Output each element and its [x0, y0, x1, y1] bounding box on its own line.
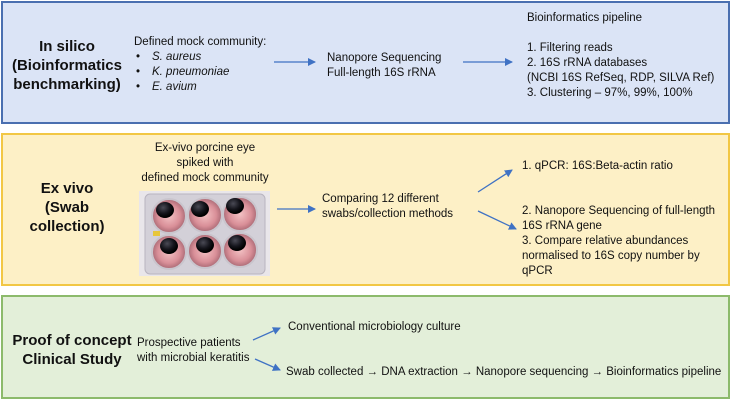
in-silico-panel	[1, 1, 730, 124]
pipeline-step: (NCBI 16S RefSeq, RDP, SILVA Ref)	[527, 72, 715, 84]
arrow-comparison-to-qpcr	[477, 169, 513, 193]
pipeline-heading: Bioinformatics pipeline	[527, 12, 643, 24]
organism-list: S. aureus K. pneumoniae E. avium	[134, 50, 266, 95]
patients-line1: Prospective patients	[137, 337, 241, 349]
sequencing-result-line: qPCR	[522, 265, 553, 277]
sequencing-result-line: normalised to 16S copy number by	[522, 250, 700, 262]
porcine-eye-well-plate-photo	[139, 191, 270, 276]
pipeline-steps: 1. Filtering reads 2. 16S rRNA databases…	[527, 41, 714, 101]
pipeline-step: 2. 16S rRNA databases	[527, 57, 648, 69]
patients-line2: with microbial keratitis	[137, 352, 250, 364]
qpcr-result: 1. qPCR: 16S:Beta-actin ratio	[522, 160, 673, 172]
clinical-title-line2: Clinical Study	[22, 351, 122, 368]
in-silico-title-line2: (Bioinformatics	[11, 57, 122, 74]
pipeline-step: 1. Filtering reads	[527, 42, 613, 54]
sequencing-result-line: 2. Nanopore Sequencing of full-length	[522, 205, 716, 217]
sequencing-result-line: 16S rRNA gene	[522, 220, 602, 232]
clinical-study-title: Proof of concept Clinical Study	[6, 331, 138, 369]
porcine-eye-line2: spiked with	[176, 157, 234, 169]
organism-item: E. avium	[134, 80, 266, 95]
sequencing-line1: Nanopore Sequencing	[327, 52, 442, 64]
mock-community-block: Defined mock community: S. aureus K. pne…	[134, 35, 266, 95]
arrow-patients-to-workflow	[254, 358, 281, 371]
clinical-study-panel	[1, 295, 730, 399]
culture-step: Conventional microbiology culture	[288, 321, 461, 333]
mock-community-heading: Defined mock community:	[134, 36, 267, 48]
swab-comparison-block: Comparing 12 different swabs/collection …	[322, 192, 453, 222]
ex-vivo-title: Ex vivo (Swab collection)	[8, 179, 126, 236]
sequencing-results-block: 2. Nanopore Sequencing of full-length 16…	[522, 204, 715, 279]
porcine-eye-line3: defined mock community	[141, 172, 269, 184]
organism-item: S. aureus	[134, 50, 266, 65]
sequencing-line2: Full-length 16S rRNA	[327, 67, 436, 79]
sequencing-block: Nanopore Sequencing Full-length 16S rRNA	[327, 51, 441, 81]
in-silico-title: In silico (Bioinformatics benchmarking)	[8, 37, 126, 94]
organism-item: K. pneumoniae	[134, 65, 266, 80]
ex-vivo-title-line1: Ex vivo	[40, 180, 94, 197]
ex-vivo-panel	[1, 133, 730, 286]
swab-comparison-line1: Comparing 12 different	[322, 193, 439, 205]
well-row-top	[151, 196, 258, 234]
porcine-eye-caption: Ex-vivo porcine eye spiked with defined …	[120, 141, 290, 186]
porcine-eye-line1: Ex-vivo porcine eye	[154, 142, 256, 154]
pipeline-step: 3. Clustering – 97%, 99%, 100%	[527, 87, 693, 99]
clinical-title-line1: Proof of concept	[12, 332, 132, 349]
sequencing-result-line: 3. Compare relative abundances	[522, 235, 689, 247]
in-silico-title-line3: benchmarking)	[13, 76, 121, 93]
sequencing-workflow: Swab collected → DNA extraction → Nanopo…	[286, 366, 722, 378]
patients-block: Prospective patients with microbial kera…	[137, 336, 249, 366]
arrow-comparison-to-sequencing	[477, 210, 517, 230]
swab-comparison-line2: swabs/collection methods	[322, 208, 454, 220]
ex-vivo-title-line2: (Swab collection)	[29, 199, 105, 235]
in-silico-title-line1: In silico	[39, 38, 95, 55]
well-row-bottom	[151, 231, 258, 270]
arrow-patients-to-culture	[252, 327, 281, 341]
